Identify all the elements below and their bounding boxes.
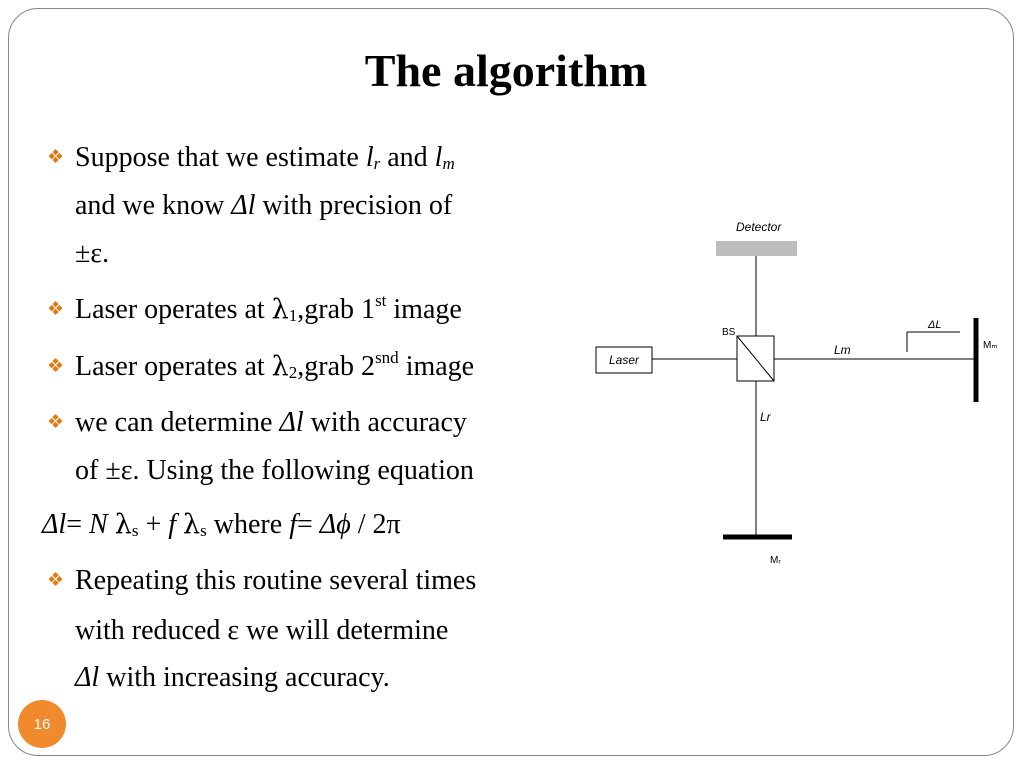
beam-splitter-label: BS [722, 327, 736, 338]
bullet-1-line-2: and we know Δl with precision of [75, 190, 453, 221]
bullet-1-line-3: ±ε. [75, 238, 110, 269]
bullet-3: Laser operates at λ2,grab 2snd image [75, 348, 475, 382]
laser-label: Laser [609, 353, 640, 367]
bullet-4-line-2: of ±ε. Using the following equation [75, 455, 474, 486]
bullet-5-line-2: with reduced ε we will determine [75, 615, 449, 646]
bullet-icon: ❖ [47, 147, 65, 168]
bullet-icon: ❖ [47, 412, 65, 433]
bullet-icon: ❖ [47, 356, 65, 377]
mirror-r-label: Mᵣ [770, 555, 781, 566]
mirror-m-label: Mₘ [983, 340, 998, 351]
delta-l-label: ΔL [927, 319, 942, 331]
equation: Δl= N λs + f λs where f= Δϕ / 2π [42, 509, 401, 540]
bullet-1-line-1: Suppose that we estimate lr and lm [75, 142, 455, 173]
lr-label: Lr [760, 410, 772, 424]
bullet-icon: ❖ [47, 299, 65, 320]
bullet-2: Laser operates at λ1,grab 1st image [75, 291, 462, 325]
bullet-5-line-3: Δl with increasing accuracy. [75, 662, 390, 693]
laser-box [595, 346, 653, 374]
bullet-5-line-1: Repeating this routine several times [75, 565, 477, 596]
page-number-badge: 16 [18, 700, 66, 748]
beam-splitter-diagonal [736, 335, 775, 382]
detector-label: Detector [736, 220, 782, 234]
bullet-icon: ❖ [47, 570, 65, 591]
slide-title: The algorithm [364, 45, 648, 96]
detector [716, 241, 797, 256]
slide-frame [8, 8, 1014, 756]
bullet-4-line-1: we can determine Δl with accuracy [75, 407, 467, 438]
lm-label: Lm [834, 343, 851, 357]
